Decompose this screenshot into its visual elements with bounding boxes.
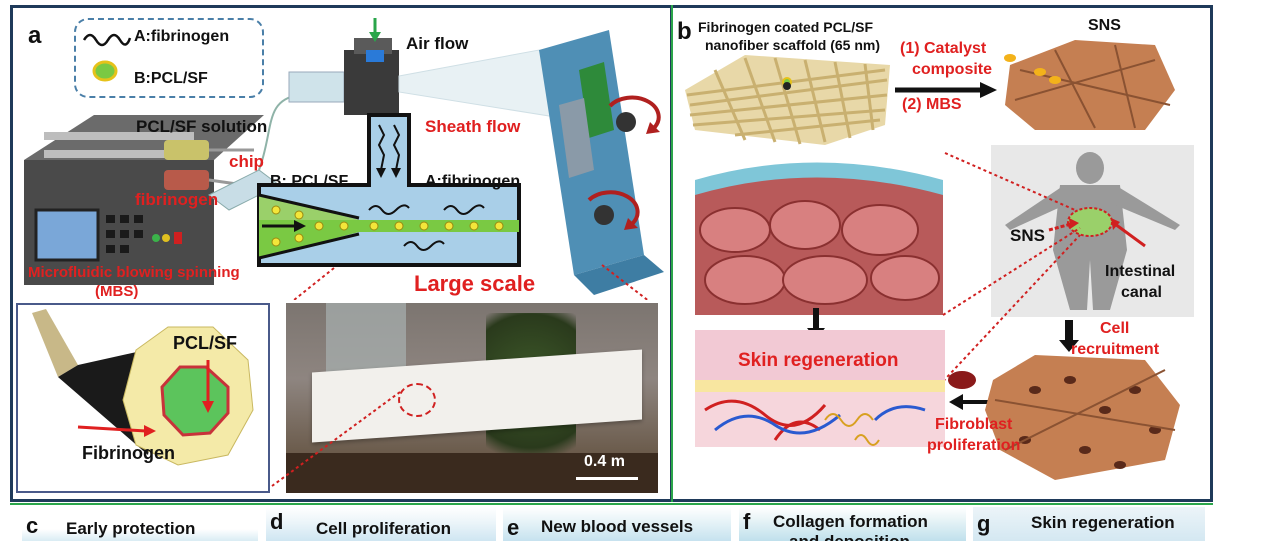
channel-a-label: A:fibrinogen [425, 173, 521, 190]
pclsf-dot-icon [92, 60, 118, 82]
sns-body-label: SNS [1010, 226, 1045, 245]
panel-g-title: Skin regeneration [1031, 513, 1175, 532]
fiber-shell-label: Fibrinogen [82, 443, 175, 463]
legend-box: A:fibrinogen B:PCL/SF [74, 18, 264, 98]
panel-c-header: c Early protection [22, 507, 258, 541]
panel-g-letter: g [977, 511, 991, 536]
fibro-line2: proliferation [927, 437, 1021, 454]
panel-e-letter: e [507, 515, 520, 540]
nanofiber-scaffold [685, 55, 890, 145]
panel-f-header: f Collagen formation and deposition [739, 507, 966, 541]
panel-f-letter: f [743, 509, 751, 534]
intestinal-label-line1: Intestinal [1105, 263, 1176, 280]
panel-e-header: e New blood vessels [503, 507, 731, 541]
panel-divider-vertical [671, 5, 673, 502]
cell-recruit-line1: Cell [1100, 320, 1130, 337]
step1-line2: composite [912, 61, 993, 78]
panel-d-letter: d [270, 509, 284, 534]
cell-recruit-line2: recruitment [1071, 341, 1160, 358]
panel-d-title: Cell proliferation [316, 519, 452, 538]
channel-b-label: B: PCL/SF [270, 173, 349, 190]
panel-c-letter: c [26, 513, 39, 538]
fiber-inset-box: PCL/SF Fibrinogen [16, 303, 270, 493]
step1-line1: (1) Catalyst [900, 40, 987, 57]
mbs-label-line1: Microfluidic blowing spinning [28, 264, 240, 281]
large-scale-photo: 0.4 m [286, 303, 658, 493]
fibro-line1: Fibroblast [935, 416, 1013, 433]
large-scale-label: Large scale [414, 271, 536, 296]
core-shell-fiber-illustration [32, 309, 254, 466]
intestinal-label-line2: canal [1121, 284, 1162, 301]
panel-b-illustration [685, 40, 1194, 480]
panel-c-title: Early protection [66, 519, 196, 538]
panel-b-letter: b [677, 18, 692, 45]
sns-top-label: SNS [1088, 17, 1121, 34]
panel-f-title-line1: Collagen formation [773, 512, 928, 531]
air-flow-label: Air flow [406, 34, 469, 53]
fibrinogen-wave-icon [82, 33, 132, 47]
fiber-core-label: PCL/SF [173, 333, 238, 353]
scaffold-label-line1: Fibrinogen coated PCL/SF [698, 19, 874, 35]
legend-pclsf-label: B:PCL/SF [134, 70, 208, 87]
fibrinogen-syringe-label: fibrinogen [135, 190, 219, 209]
inset-leader-line [271, 391, 401, 487]
panel-d-header: d Cell proliferation [266, 507, 496, 541]
microchannel-diagram [257, 113, 521, 267]
panel-b-frame [673, 5, 1213, 502]
mbs-apparatus-illustration [24, 18, 664, 300]
pclsf-solution-label: PCL/SF solution [136, 117, 268, 136]
syringe-pump [24, 115, 264, 285]
scaffold-label-line2: nanofiber scaffold (65 nm) [705, 37, 881, 53]
zoom-circle [398, 383, 436, 417]
step2-label: (2) MBS [902, 96, 962, 113]
intestine-cross-section [695, 162, 943, 315]
skin-regen-label: Skin regeneration [738, 350, 899, 371]
panel-a-letter: a [28, 22, 42, 49]
legend-fibrinogen-label: A:fibrinogen [134, 28, 230, 45]
panel-g-header: g Skin regeneration [973, 507, 1205, 541]
chip-label: chip [229, 152, 264, 171]
mbs-label-line2: (MBS) [95, 283, 139, 300]
scale-bar-line [576, 477, 638, 480]
sheath-flow-label: Sheath flow [425, 117, 521, 136]
bottom-divider [10, 503, 1213, 505]
scale-bar-label: 0.4 m [584, 453, 625, 470]
panel-e-title: New blood vessels [541, 517, 694, 536]
floor [286, 453, 658, 493]
panel-f-title-line2: and deposition [789, 532, 910, 541]
